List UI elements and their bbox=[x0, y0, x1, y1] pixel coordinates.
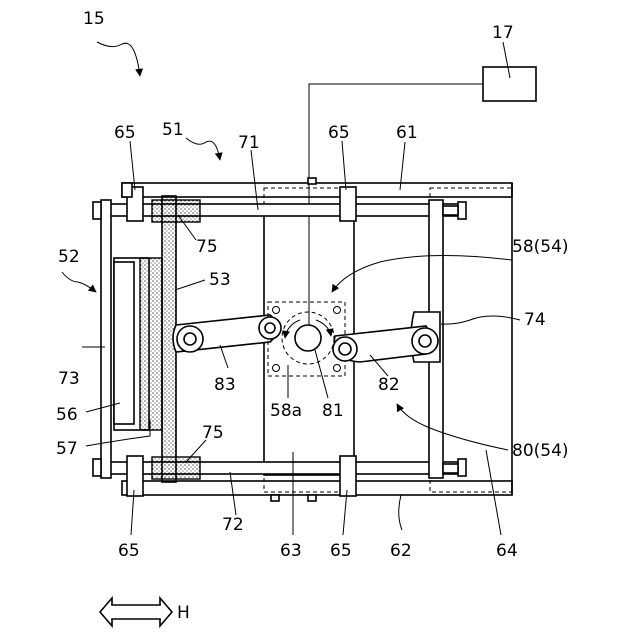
label-58-54: 58(54) bbox=[512, 237, 569, 257]
label-61: 61 bbox=[396, 123, 418, 143]
label-82: 82 bbox=[378, 375, 400, 395]
direction-arrow-h bbox=[100, 598, 172, 626]
leader-17 bbox=[503, 42, 510, 78]
label-75-bottom: 75 bbox=[202, 423, 224, 443]
label-56: 56 bbox=[56, 405, 78, 425]
stud-top bbox=[308, 178, 316, 184]
leader-83 bbox=[220, 345, 228, 368]
pointer-arrow-15 bbox=[97, 42, 140, 76]
label-81: 81 bbox=[322, 401, 344, 421]
label-57: 57 bbox=[56, 439, 78, 459]
right-bracket-post-bottom bbox=[443, 464, 458, 473]
label-17: 17 bbox=[492, 23, 514, 43]
label-53: 53 bbox=[209, 270, 231, 290]
label-15: 15 bbox=[83, 9, 105, 29]
label-63: 63 bbox=[280, 541, 302, 561]
right-bolt-bottom bbox=[458, 459, 466, 476]
label-h: H bbox=[177, 603, 190, 623]
pad-inner-56 bbox=[114, 262, 134, 424]
stud-bottom-2 bbox=[271, 495, 279, 501]
top-frame-bar bbox=[122, 183, 512, 197]
leader-58 bbox=[332, 255, 512, 292]
label-71: 71 bbox=[238, 133, 260, 153]
label-64: 64 bbox=[496, 541, 518, 561]
label-58a: 58a bbox=[270, 401, 302, 421]
stippled-block-top bbox=[152, 200, 200, 222]
left-bolt-top bbox=[93, 202, 101, 219]
right-bolt-top bbox=[458, 202, 466, 219]
pointer-arrow-51 bbox=[186, 138, 220, 160]
stippled-block-bottom bbox=[152, 457, 200, 479]
crank-pin-right-inner bbox=[339, 343, 351, 355]
crank-pin-left-inner bbox=[265, 323, 275, 333]
clamp-65-bottom-center bbox=[340, 456, 356, 496]
leader-53 bbox=[175, 280, 205, 290]
clamp-foot-top-left bbox=[122, 183, 132, 197]
label-75-top: 75 bbox=[196, 237, 218, 257]
pivot-right-inner bbox=[419, 335, 431, 347]
label-72: 72 bbox=[222, 515, 244, 535]
label-65-bottom-left: 65 bbox=[118, 541, 140, 561]
label-83: 83 bbox=[214, 375, 236, 395]
pivot-left-inner bbox=[184, 333, 196, 345]
label-52: 52 bbox=[58, 247, 80, 267]
left-end-bracket bbox=[101, 200, 111, 478]
crank-disc bbox=[295, 325, 321, 351]
controller-box bbox=[483, 67, 536, 101]
leader-80 bbox=[397, 404, 508, 450]
label-80-54: 80(54) bbox=[512, 441, 569, 461]
clamp-65-bottom-left bbox=[127, 456, 143, 496]
label-74: 74 bbox=[524, 310, 546, 330]
label-73: 73 bbox=[58, 369, 80, 389]
clamp-65-top-center bbox=[340, 187, 356, 221]
leader-71 bbox=[251, 150, 258, 210]
label-65-top-center: 65 bbox=[328, 123, 350, 143]
left-bolt-bottom bbox=[93, 459, 101, 476]
right-bracket-post-top bbox=[443, 206, 458, 215]
leader-72 bbox=[230, 472, 236, 515]
label-62: 62 bbox=[390, 541, 412, 561]
bottom-frame-bar bbox=[122, 481, 512, 495]
pointer-arrow-52 bbox=[62, 272, 96, 292]
leader-62 bbox=[399, 495, 402, 530]
stud-bottom bbox=[308, 495, 316, 501]
leader-74 bbox=[441, 316, 520, 324]
pad-stippled-57 bbox=[140, 258, 162, 430]
label-65-top-left: 65 bbox=[114, 123, 136, 143]
label-65-bottom-center: 65 bbox=[330, 541, 352, 561]
label-51: 51 bbox=[162, 120, 184, 140]
